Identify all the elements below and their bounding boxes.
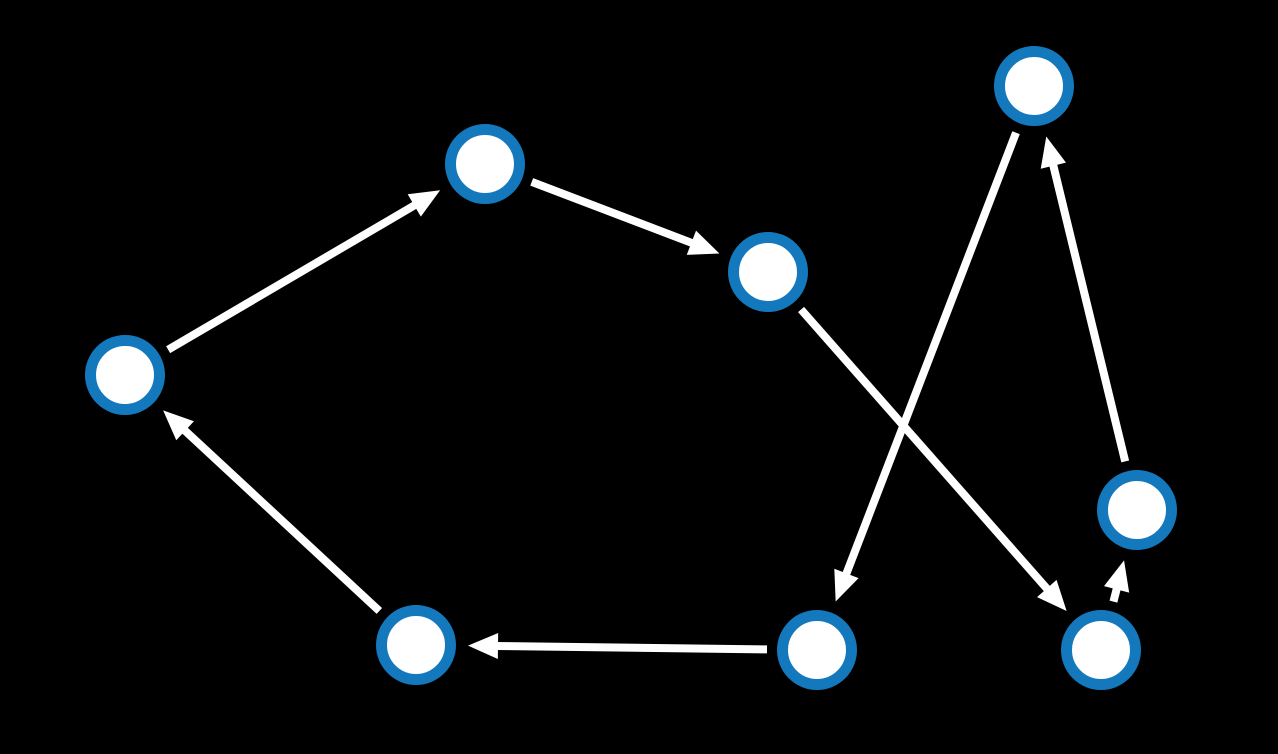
edge-shaft <box>1048 160 1130 463</box>
graph-node-n4[interactable] <box>994 46 1074 126</box>
edge-shaft <box>166 199 420 354</box>
edge-arrowhead-icon <box>834 568 859 602</box>
graph-edge-n1-n2 <box>166 190 441 354</box>
edge-arrowhead-icon <box>1103 560 1130 593</box>
graph-edge-n4-n7 <box>834 131 1020 602</box>
graph-node-n3[interactable] <box>728 232 808 312</box>
edge-arrowhead-icon <box>407 190 441 217</box>
graph-edge-n7-n8 <box>467 633 768 660</box>
graph-edge-n2-n3 <box>530 178 720 255</box>
edge-arrowhead-icon <box>163 410 194 441</box>
graph-node-n5[interactable] <box>1097 470 1177 550</box>
graph-node-n1[interactable] <box>85 335 165 415</box>
edge-shaft <box>798 306 1053 595</box>
edge-shaft <box>493 641 768 654</box>
graph-edge-n3-n6 <box>798 306 1067 611</box>
graph-edge-n5-n4 <box>1040 136 1130 463</box>
edge-shaft <box>841 131 1020 579</box>
edge-arrowhead-icon <box>1037 579 1067 611</box>
edge-shaft <box>530 178 697 248</box>
graph-edge-n6-n5 <box>1103 560 1130 603</box>
graph-edge-n8-n1 <box>163 410 383 614</box>
edge-shaft <box>179 425 383 614</box>
graph-node-n7[interactable] <box>777 610 857 690</box>
edge-arrowhead-icon <box>1040 136 1066 169</box>
graph-node-n8[interactable] <box>376 605 456 685</box>
graph-node-n6[interactable] <box>1061 610 1141 690</box>
edge-arrowhead-icon <box>467 633 499 660</box>
edge-arrowhead-icon <box>686 230 720 255</box>
graph-node-n2[interactable] <box>445 124 525 204</box>
